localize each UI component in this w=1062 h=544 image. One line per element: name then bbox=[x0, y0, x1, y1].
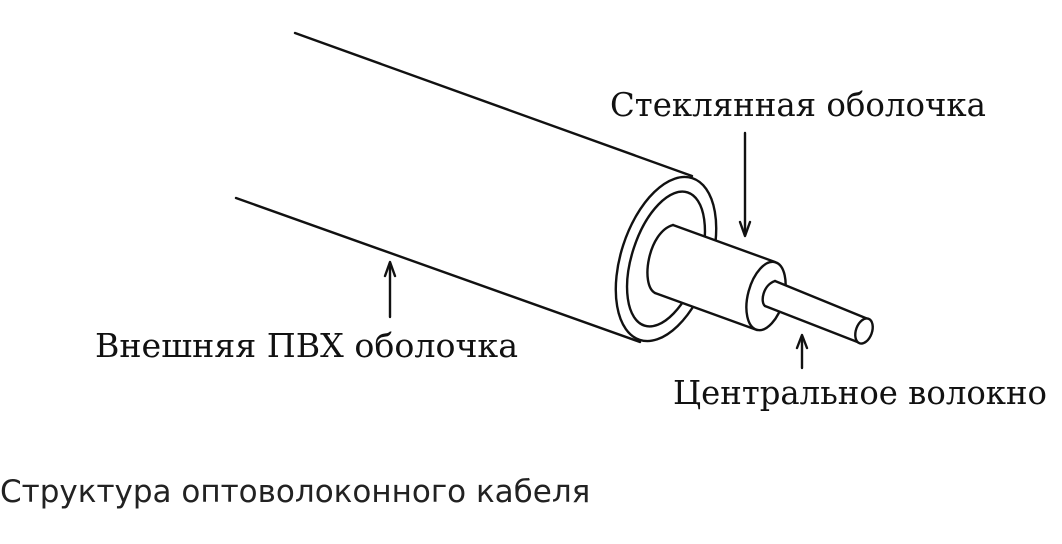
central-fiber-label: Центральное волокно bbox=[673, 373, 1047, 412]
glass-cladding-arrow bbox=[738, 131, 752, 238]
glass-cladding-cylinder bbox=[646, 223, 787, 332]
outer-jacket-label: Внешняя ПВХ оболочка bbox=[95, 326, 518, 365]
central-fiber-arrow bbox=[795, 333, 809, 370]
glass-cladding-label: Стеклянная оболочка bbox=[610, 85, 986, 124]
outer-jacket-tube bbox=[234, 31, 694, 344]
central-fiber-cylinder bbox=[761, 279, 874, 345]
figure-caption: Структура оптоволоконного кабеля bbox=[0, 474, 591, 510]
outer-jacket-arrow bbox=[383, 260, 397, 319]
